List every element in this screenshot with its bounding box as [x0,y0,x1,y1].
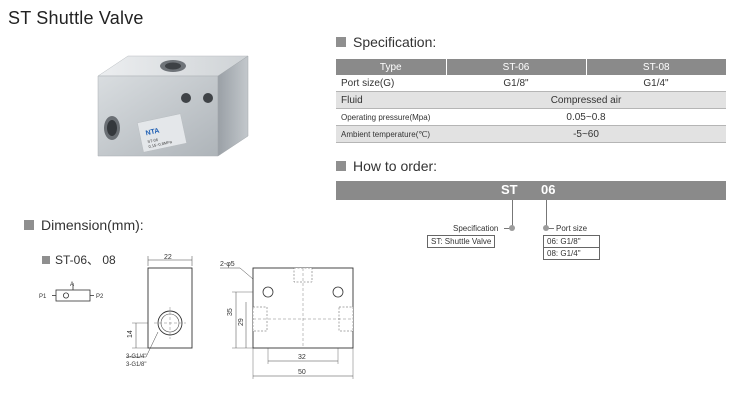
order-spec-value: ST: Shuttle Valve [427,235,496,248]
page-title: ST Shuttle Valve [8,8,144,28]
dimension-heading: Dimension(mm): [24,217,144,233]
marker-dot-icon [543,225,549,231]
port-label-2: 3-G1/8" [126,362,146,368]
leader-line [512,200,513,228]
order-port-options: 06: G1/8" 08: G1/4" [543,235,600,260]
bullet-square-icon [336,161,346,171]
bullet-square-icon [42,255,50,264]
photo-label-1: ST-06 [147,137,159,144]
marker-dot-icon [509,225,515,231]
valve-symbol-diagram: A P1 P2 [36,280,116,315]
model-header-st08: ST-08 [585,59,726,75]
leader-line [504,228,513,229]
order-code-bar: ST 06 [336,181,726,200]
port-option: 08: G1/4" [543,248,600,260]
dim-14: 14 [127,330,134,338]
type-header: Type [336,59,446,75]
leader-line [546,200,547,228]
dim-29: 29 [238,318,245,326]
bullet-square-icon [24,220,34,230]
table-header-row: Type ST-06 ST-08 [336,59,726,75]
table-row: Fluid Compressed air [336,91,726,109]
photo-label-2: 0.15~0.8MPa [148,139,173,149]
table-row: Ambient temperature(℃) -5~60 [336,125,726,143]
port-label-1: 3-G1/4" [126,354,146,360]
photo-brand: NTA [145,128,160,138]
product-photo: NTA ST-06 0.15~0.8MPa [88,48,263,168]
order-spec-title: Specification [453,224,499,233]
order-port-title: Port size [556,224,588,233]
model-header-st06: ST-06 [445,59,586,75]
holes-label: 2-φ5 [220,261,235,268]
order-code-series: ST [501,182,518,197]
leader-line [546,228,554,229]
port-option: 06: G1/8" [543,235,600,248]
dim-50: 50 [298,369,306,376]
symbol-a-label: A [70,282,74,288]
dimension-subheading: ST-06、 08 [42,251,116,268]
dim-35: 35 [227,308,234,316]
bullet-square-icon [336,37,346,47]
dim-32: 32 [298,354,306,361]
table-row: Port size(G) G1/8" G1/4" [336,75,726,92]
specification-table: Type ST-06 ST-08 Port size(G) G1/8" G1/4… [336,59,726,143]
symbol-p1-label: P1 [39,294,47,300]
order-code-port: 06 [541,182,556,197]
symbol-p2-label: P2 [96,294,104,300]
how-to-order-heading: How to order: [336,158,437,174]
table-row: Operating pressure(Mpa) 0.05~0.8 [336,108,726,126]
front-view-drawing: 22 14 3-G1/4" 3-G1/8" [120,252,215,382]
specification-heading: Specification: [336,34,436,50]
side-view-drawing: 2-φ5 35 29 32 50 [218,252,368,387]
dim-22: 22 [164,254,172,261]
